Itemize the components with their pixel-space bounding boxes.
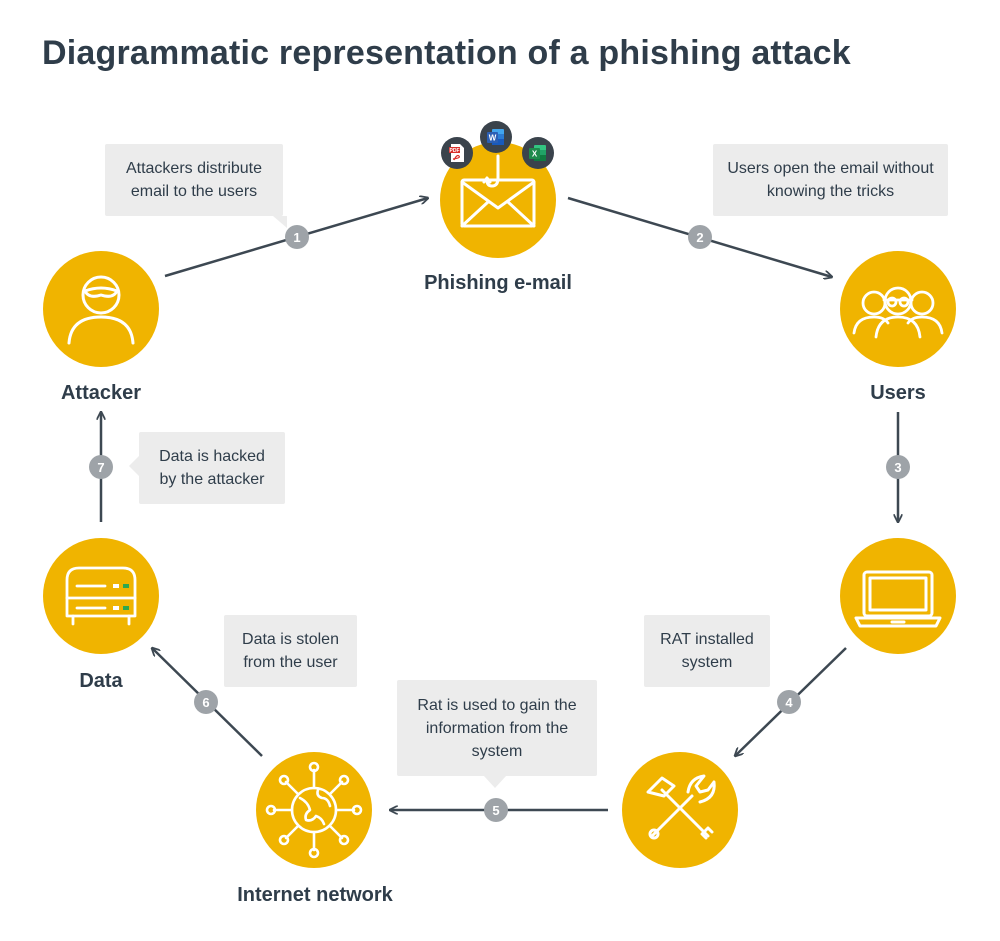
svg-text:PDF: PDF — [450, 148, 460, 154]
envelope-hook-icon — [460, 154, 536, 228]
step-badge-7: 7 — [89, 455, 113, 479]
users-group-icon — [852, 286, 944, 339]
callout-tail-7 — [129, 456, 139, 476]
step-badge-4: 4 — [777, 690, 801, 714]
step-badge-5: 5 — [484, 798, 508, 822]
users-node — [840, 251, 956, 367]
internet-network-label: Internet network — [237, 884, 393, 906]
laptop-node — [840, 538, 956, 654]
server-icon — [65, 566, 137, 626]
callout-tail-5 — [484, 776, 506, 788]
pdf-file-icon: PDF — [441, 137, 473, 169]
callout-step-2: Users open the email without knowing the… — [713, 144, 948, 216]
hammer-wrench-icon — [646, 774, 716, 840]
laptop-icon — [854, 570, 942, 628]
attacker-node — [43, 251, 159, 367]
excel-file-icon: X — [522, 137, 554, 169]
callout-step-6: Data is stolen from the user — [224, 615, 357, 687]
callout-step-7: Data is hacked by the attacker — [139, 432, 285, 504]
callout-step-4: RAT installed system — [644, 615, 770, 687]
page-title: Diagrammatic representation of a phishin… — [42, 34, 851, 72]
data-label: Data — [79, 670, 123, 692]
step-badge-6: 6 — [194, 690, 218, 714]
internet-network-node — [256, 752, 372, 868]
step-badge-3: 3 — [886, 455, 910, 479]
masked-attacker-icon — [67, 275, 135, 345]
step-badge-2: 2 — [688, 225, 712, 249]
phishing-email-label: Phishing e-mail — [424, 272, 572, 294]
step-badge-1: 1 — [285, 225, 309, 249]
callout-step-5: Rat is used to gain the information from… — [397, 680, 597, 776]
callout-tail-1 — [273, 216, 287, 228]
callout-step-1: Attackers distribute email to the users — [105, 144, 283, 216]
svg-text:X: X — [532, 150, 538, 159]
globe-network-icon — [265, 761, 363, 859]
svg-text:W: W — [489, 134, 497, 143]
word-file-icon: W — [480, 121, 512, 153]
data-node — [43, 538, 159, 654]
users-label: Users — [870, 382, 926, 404]
tools-node — [622, 752, 738, 868]
attacker-label: Attacker — [60, 382, 142, 404]
